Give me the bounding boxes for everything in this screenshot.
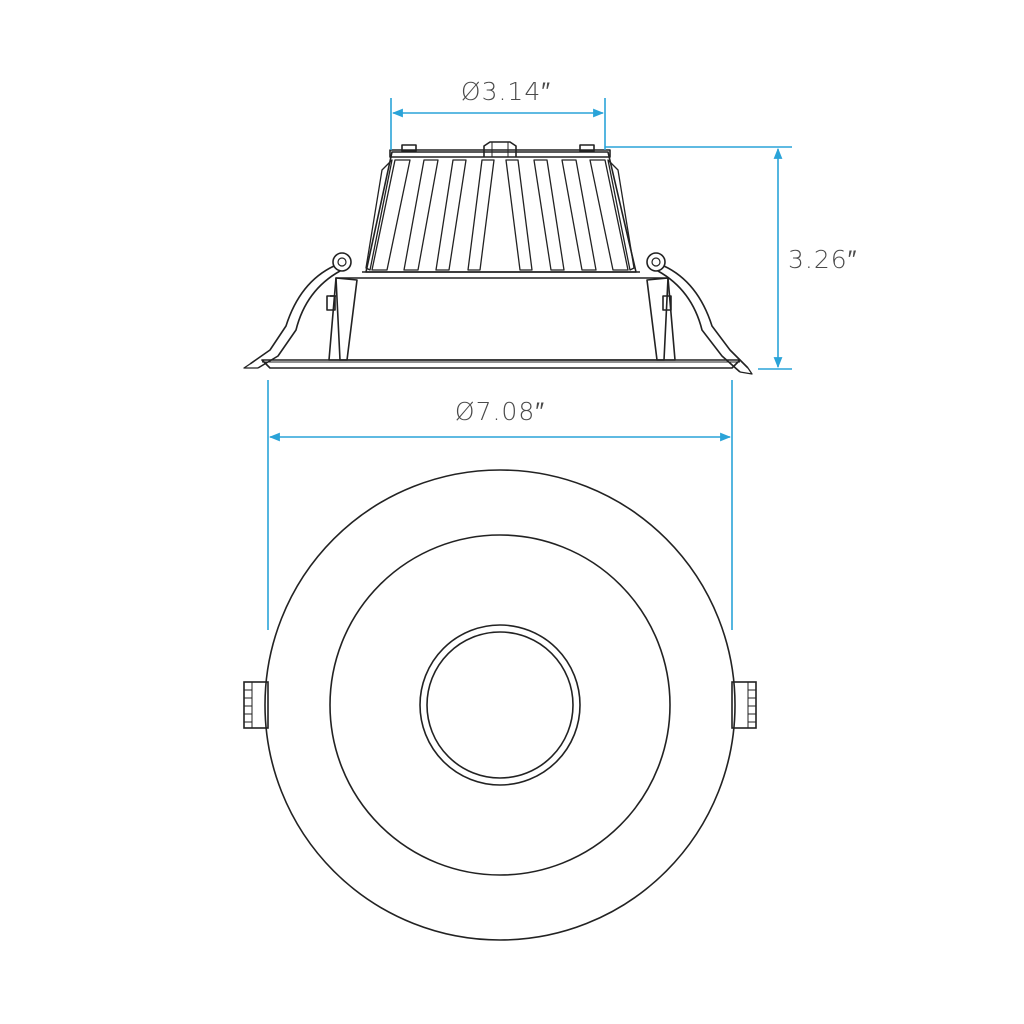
lens-inner-circle [426,631,574,779]
left-bracket [328,277,358,361]
bottom-view [243,469,757,941]
right-clip-bottom [731,681,757,729]
right-bracket [646,277,676,361]
top-tab-right [579,144,595,152]
top-tab-left [401,144,417,152]
housing-base [335,277,669,361]
trim-diameter-label: Ø7.08″ [454,397,546,426]
top-cap [389,149,611,158]
side-view [243,141,753,375]
center-connector [483,141,517,157]
lens-outer-circle [419,624,581,786]
right-spring-clip [646,252,753,375]
dimension-lines [267,98,792,630]
heat-sink-fins [365,159,635,271]
reflector-circle [329,534,671,876]
top-diameter-label: Ø3.14″ [460,77,552,106]
height-label: 3.26″ [788,245,858,274]
left-spring-clip [243,252,352,369]
trim-outer-circle [264,469,736,941]
left-clip-bottom [243,681,269,729]
trim-flange [261,359,741,369]
